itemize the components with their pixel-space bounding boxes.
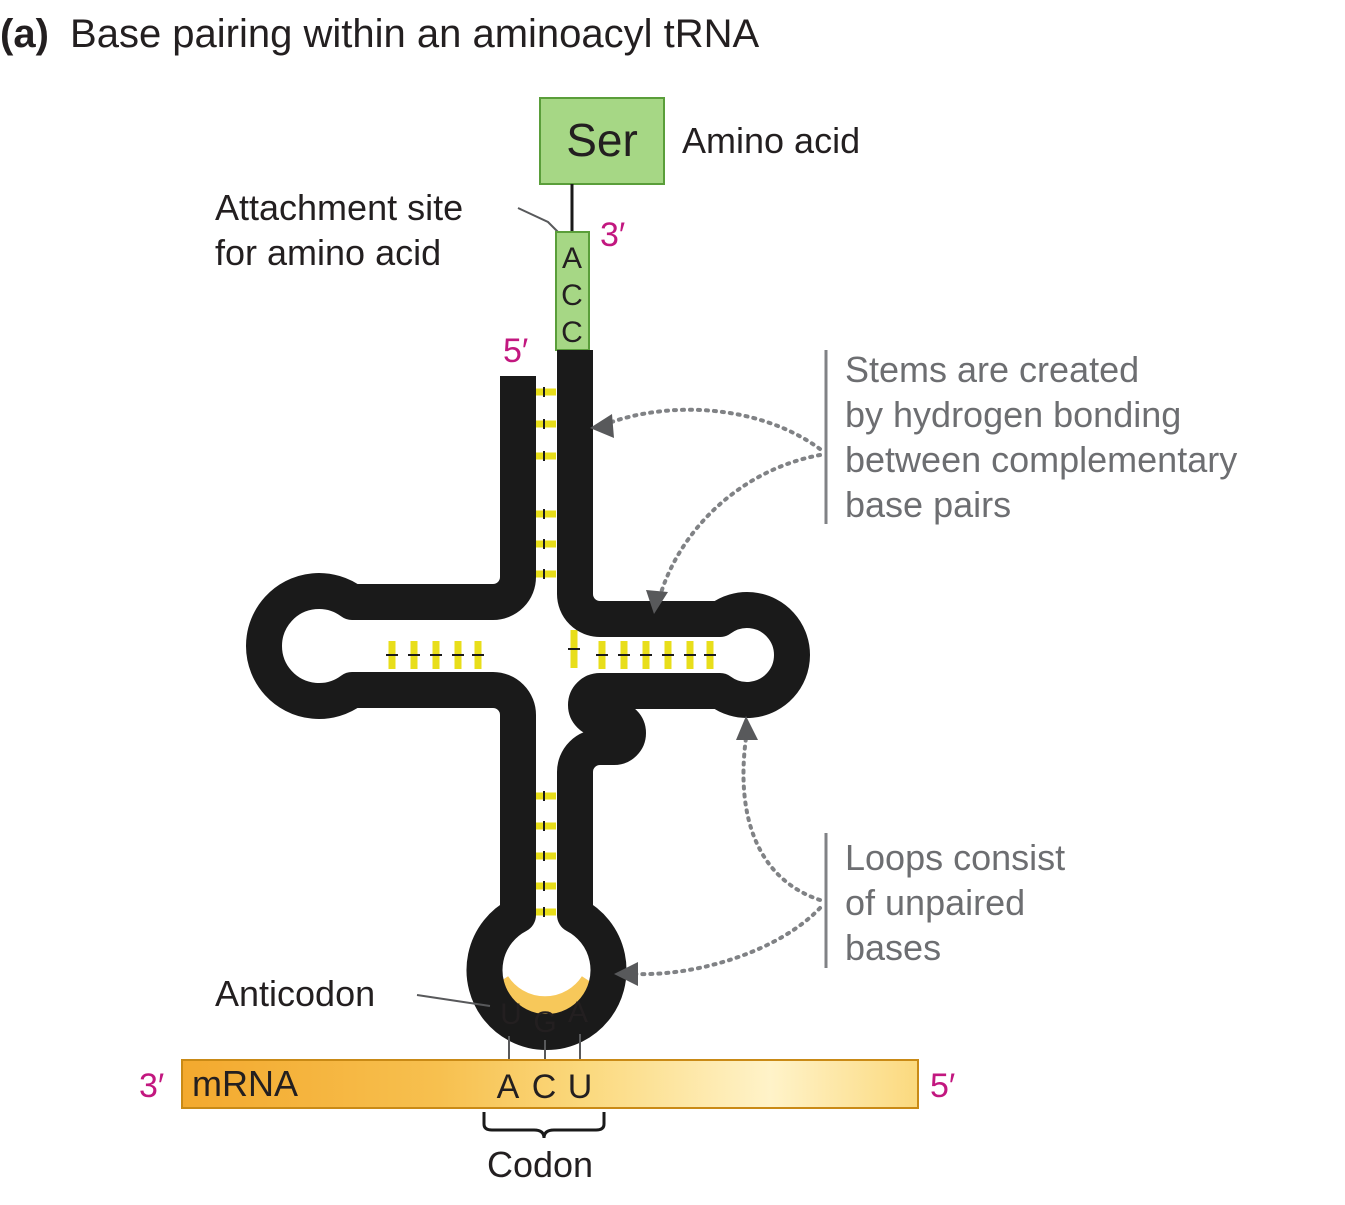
anticodon-label: Anticodon	[215, 973, 375, 1014]
trna-5prime-label: 5′	[503, 332, 528, 370]
attachment-leader-line	[517, 207, 561, 235]
anticodon-base-2: G	[533, 1006, 556, 1039]
trna-backbone	[246, 350, 810, 1050]
mrna-strand	[181, 1059, 919, 1109]
stems-arrowhead-lower	[646, 590, 668, 614]
codon-base-3: U	[568, 1068, 593, 1106]
stems-note-line2: by hydrogen bonding	[845, 394, 1181, 435]
anticodon-base-3: A	[568, 996, 588, 1029]
stems-note-line4: base pairs	[845, 484, 1011, 525]
mrna-label: mRNA	[192, 1063, 298, 1104]
codon-base-2: C	[532, 1068, 557, 1106]
t-arm-base-pairs	[568, 630, 716, 669]
amino-acid-abbrev: Ser	[566, 114, 638, 166]
stems-arrow-lower	[658, 453, 822, 598]
title: (a) Base pairing within an aminoacyl tRN…	[0, 12, 760, 56]
anticodon-leader-line	[416, 994, 491, 1007]
loops-note-line2: of unpaired	[845, 882, 1025, 923]
loops-arrow-lower	[634, 906, 822, 977]
stems-note-line3: between complementary	[845, 439, 1237, 480]
mrna-3prime-label: 3′	[139, 1067, 164, 1105]
attachment-label-line1: Attachment site	[215, 187, 463, 228]
attachment-label-line2: for amino acid	[215, 232, 441, 273]
loops-arrowhead-lower	[614, 962, 638, 986]
loops-arrowhead-upper	[736, 716, 758, 740]
acceptor-base-3: C	[561, 316, 583, 349]
acceptor-base-2: C	[561, 279, 583, 312]
loops-arrow-upper	[741, 736, 822, 902]
acceptor-base-1: A	[562, 242, 582, 275]
amino-acid-box	[539, 97, 665, 185]
stems-arrow-upper	[604, 407, 822, 451]
acceptor-end-box	[555, 231, 590, 351]
amino-acid-label: Amino acid	[682, 120, 860, 161]
d-arm-base-pairs	[386, 641, 484, 669]
anticodon-base-1: U	[500, 998, 522, 1031]
trna-3prime-label: 3′	[600, 216, 625, 254]
codon-brace	[482, 1112, 606, 1139]
codon-base-1: A	[497, 1068, 520, 1106]
loops-note-line3: bases	[845, 927, 941, 968]
codon-label: Codon	[487, 1144, 593, 1185]
title-text: Base pairing within an aminoacyl tRNA	[70, 12, 760, 56]
stems-note-line1: Stems are created	[845, 349, 1139, 390]
stems-arrowhead-upper	[590, 414, 614, 438]
mrna-5prime-label: 5′	[930, 1067, 955, 1105]
loops-note-line1: Loops consist	[845, 837, 1065, 878]
title-letter: (a)	[0, 12, 49, 56]
codon-pairing-lines	[508, 1034, 581, 1060]
